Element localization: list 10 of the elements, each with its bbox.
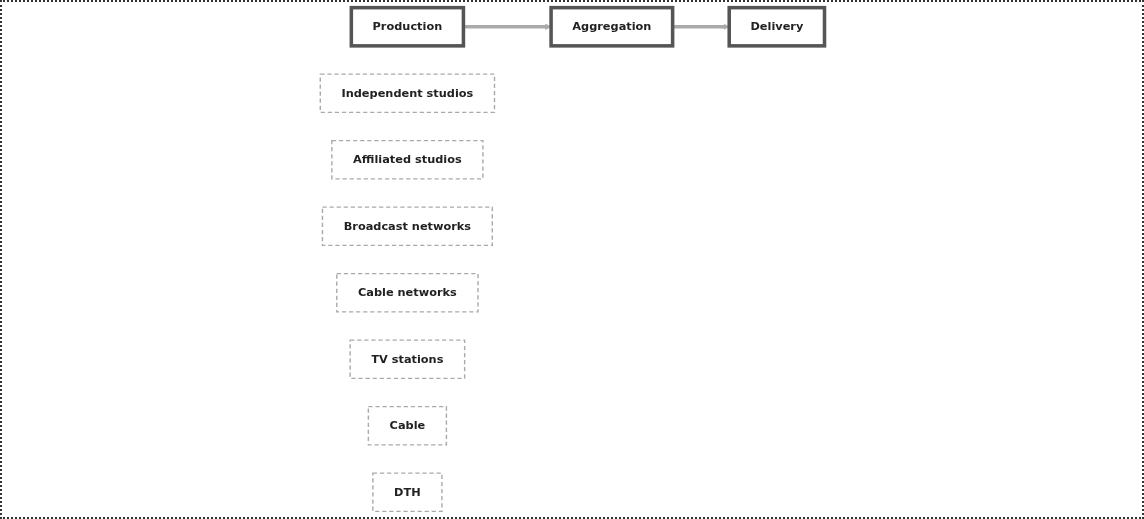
node-box: Aggregation <box>548 5 674 48</box>
node-box: Cable <box>367 405 447 446</box>
node-box: DTH <box>371 472 443 513</box>
node-box: Cable networks <box>335 272 479 313</box>
node-box: Independent studios <box>319 73 495 114</box>
node-box: Affiliated studios <box>330 139 484 180</box>
node-box: Broadcast networks <box>321 206 493 247</box>
node-box: Production <box>349 5 465 48</box>
node-box: TV stations <box>349 339 465 380</box>
node-box: Delivery <box>727 5 826 48</box>
